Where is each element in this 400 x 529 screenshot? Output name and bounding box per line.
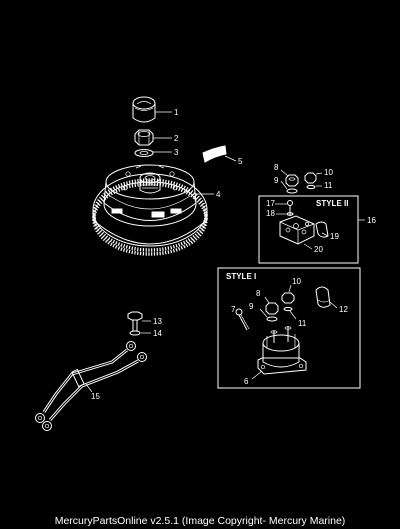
callout-19: 19 xyxy=(330,232,339,241)
style-one-box: STYLE I 10 8 9 11 7 12 xyxy=(217,267,361,389)
callout-16: 16 xyxy=(367,216,376,225)
callout-13: 13 xyxy=(153,317,162,326)
callout-8b: 8 xyxy=(256,289,261,298)
callout-17: 17 xyxy=(266,199,275,208)
callout-9b: 9 xyxy=(249,302,254,311)
callout-11b: 11 xyxy=(298,319,307,328)
style-two-hardware: 8 9 10 11 xyxy=(274,163,333,194)
callout-4: 4 xyxy=(216,190,221,199)
copyright-caption: MercuryPartsOnline v2.5.1 (Image Copyrig… xyxy=(54,515,346,527)
style-two-box: STYLE II 16 17 18 19 20 xyxy=(258,195,376,264)
callout-9: 9 xyxy=(274,176,279,185)
style-two-title: STYLE II xyxy=(316,199,348,208)
callout-6: 6 xyxy=(244,377,249,386)
part-13-14-bolt: 13 14 xyxy=(127,311,162,338)
callout-15: 15 xyxy=(91,392,100,401)
part-3-washer: 3 xyxy=(134,148,179,157)
callout-20: 20 xyxy=(314,245,323,254)
callout-18: 18 xyxy=(266,209,275,218)
callout-12: 12 xyxy=(339,305,348,314)
callout-14: 14 xyxy=(153,329,162,338)
part-2-nut: 2 xyxy=(134,129,179,146)
callout-7: 7 xyxy=(231,305,236,314)
style-one-title: STYLE I xyxy=(226,272,256,281)
part-15-wire-harness: 15 xyxy=(35,341,147,431)
callout-10b: 10 xyxy=(292,277,301,286)
callout-2: 2 xyxy=(174,134,179,143)
part-4-flywheel: 4 xyxy=(92,164,221,256)
part-1-cap: 1 xyxy=(132,96,179,123)
callout-5: 5 xyxy=(238,157,243,166)
callout-3: 3 xyxy=(174,148,179,157)
callout-8: 8 xyxy=(274,163,279,172)
callout-1: 1 xyxy=(174,108,179,117)
callout-10: 10 xyxy=(324,168,333,177)
part-5-key: 5 xyxy=(202,145,243,166)
callout-11: 11 xyxy=(324,181,333,190)
